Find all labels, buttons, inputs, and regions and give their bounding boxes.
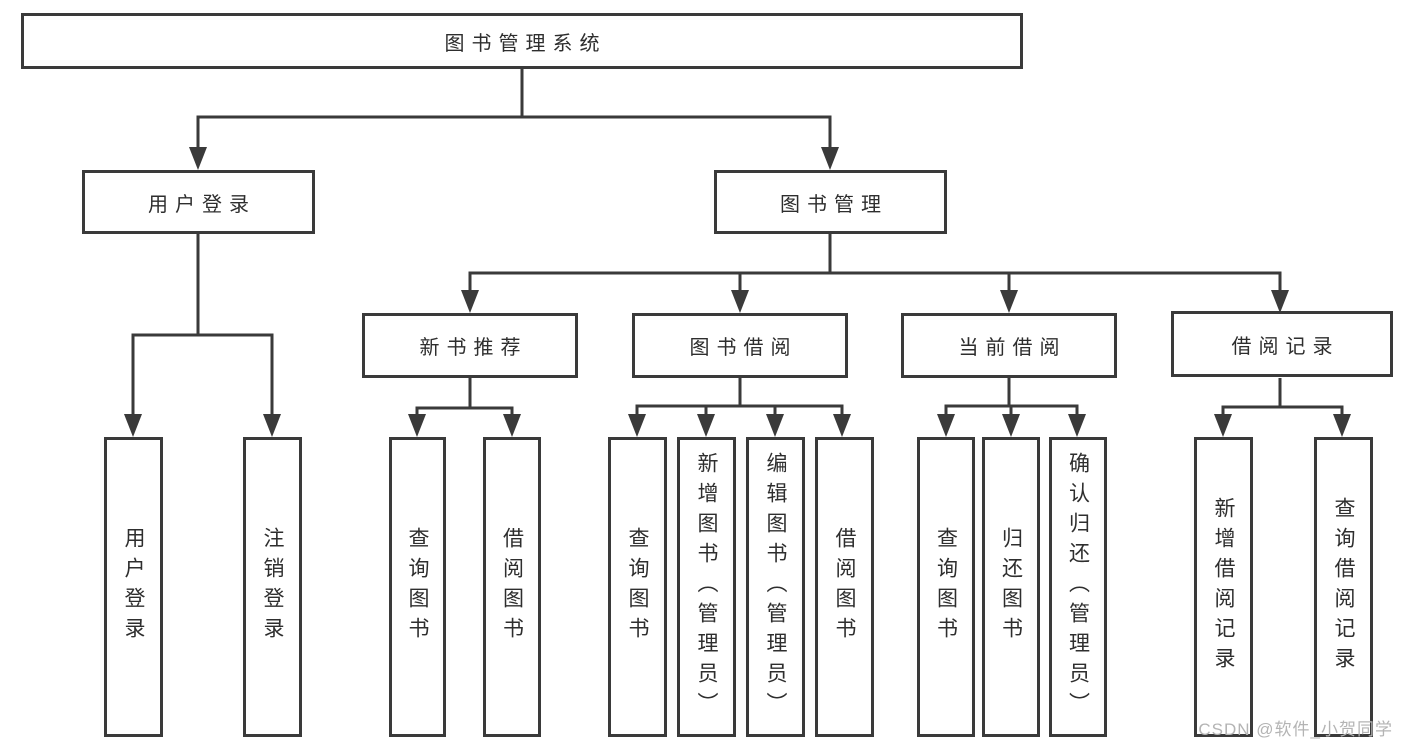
leaf-query-books-borrowing-label: 查询图书 [626, 527, 650, 647]
connector-book-borrowing [635, 378, 844, 419]
node-new-book-recommend-label: 新书推荐 [419, 337, 528, 359]
leaf-add-borrow-record-label: 新增借阅记录 [1212, 497, 1236, 677]
node-book-borrowing-label: 图书借阅 [689, 337, 798, 359]
leaf-borrow-books-borrowing-label: 借阅图书 [833, 527, 857, 647]
node-current-borrowing-label: 当前借阅 [958, 337, 1067, 359]
arrowhead-icons [124, 147, 1351, 437]
leaf-edit-books-admin: 编辑图书（管理员） [746, 437, 805, 737]
node-user-login-label: 用户登录 [148, 193, 256, 216]
leaf-query-books-borrowing: 查询图书 [608, 437, 667, 737]
node-borrowing-records-label: 借阅记录 [1231, 335, 1340, 358]
leaf-query-books-recommend-label: 查询图书 [406, 527, 430, 647]
watermark: CSDN @软件_小贺同学 [1198, 720, 1393, 739]
leaf-confirm-return-admin-label: 确认归还（管理员） [1066, 452, 1090, 722]
connector-current-borrowing [944, 378, 1079, 419]
leaf-query-borrow-record-label: 查询借阅记录 [1332, 497, 1356, 677]
leaf-query-books-recommend: 查询图书 [389, 437, 446, 737]
leaf-confirm-return-admin: 确认归还（管理员） [1049, 437, 1107, 737]
node-root-label: 图书管理系统 [444, 32, 607, 55]
leaf-query-books-current: 查询图书 [917, 437, 975, 737]
leaf-borrow-books-recommend-label: 借阅图书 [500, 527, 524, 647]
node-new-book-recommend: 新书推荐 [362, 313, 578, 378]
leaf-edit-books-admin-label: 编辑图书（管理员） [764, 452, 788, 722]
leaf-return-books: 归还图书 [982, 437, 1040, 737]
leaf-query-borrow-record: 查询借阅记录 [1314, 437, 1373, 737]
node-book-borrowing: 图书借阅 [632, 313, 848, 378]
leaf-query-books-current-label: 查询图书 [934, 527, 958, 647]
node-user-login: 用户登录 [82, 170, 315, 234]
leaf-add-borrow-record: 新增借阅记录 [1194, 437, 1253, 737]
leaf-borrow-books-borrowing: 借阅图书 [815, 437, 874, 737]
node-book-management-label: 图书管理 [780, 193, 888, 216]
leaf-user-login: 用户登录 [104, 437, 163, 737]
connector-borrowing-records [1221, 378, 1344, 419]
node-book-management: 图书管理 [714, 170, 947, 234]
node-root: 图书管理系统 [21, 13, 1023, 69]
leaf-logout: 注销登录 [243, 437, 302, 737]
leaf-user-login-label: 用户登录 [122, 527, 146, 647]
connector-user-login [131, 233, 274, 419]
node-current-borrowing: 当前借阅 [901, 313, 1117, 378]
connector-new-book-recommend [415, 378, 514, 419]
node-borrowing-records: 借阅记录 [1171, 311, 1393, 377]
connector-root [196, 69, 832, 152]
leaf-add-books-admin-label: 新增图书（管理员） [695, 452, 719, 722]
leaf-return-books-label: 归还图书 [999, 527, 1023, 647]
leaf-logout-label: 注销登录 [261, 527, 285, 647]
leaf-add-books-admin: 新增图书（管理员） [677, 437, 736, 737]
leaf-borrow-books-recommend: 借阅图书 [483, 437, 541, 737]
connector-book-management [468, 233, 1282, 295]
